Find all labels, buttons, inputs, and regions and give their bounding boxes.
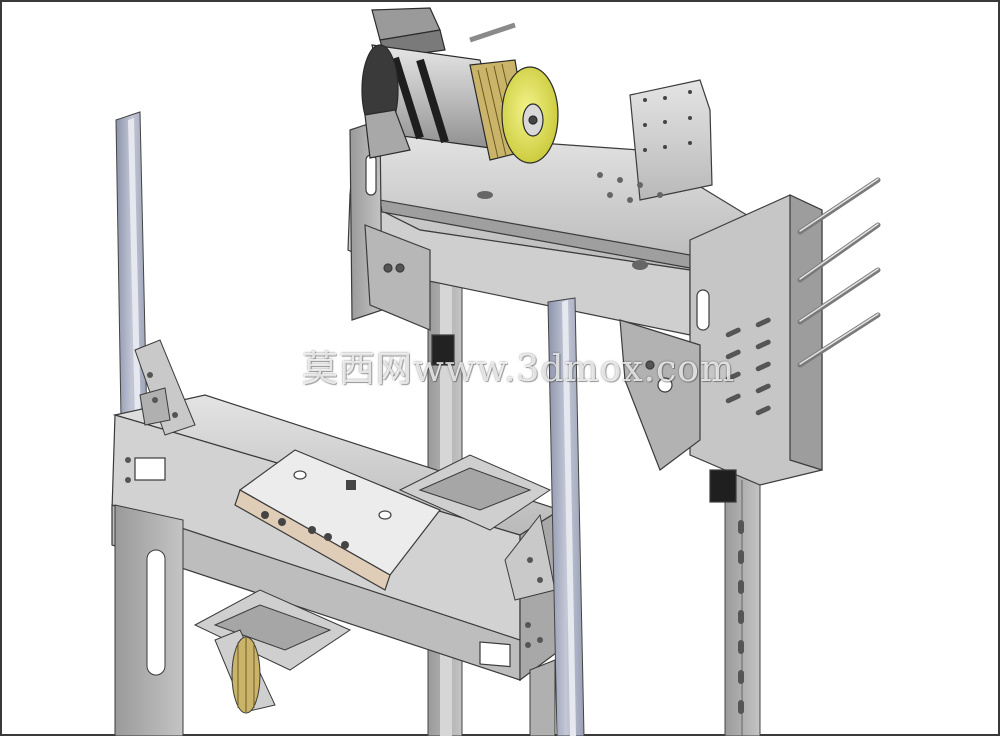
horizontal-channels — [193, 454, 552, 671]
center-cover-plate — [234, 449, 441, 591]
traction-motor-icon — [361, 7, 559, 164]
lower-sheave — [214, 629, 276, 714]
right-guide-rail — [547, 297, 585, 736]
left-guide-rail — [115, 111, 149, 479]
upper-machine-bed — [347, 79, 881, 503]
lower-stiles — [114, 504, 556, 736]
left-rail-bracket — [134, 339, 196, 436]
